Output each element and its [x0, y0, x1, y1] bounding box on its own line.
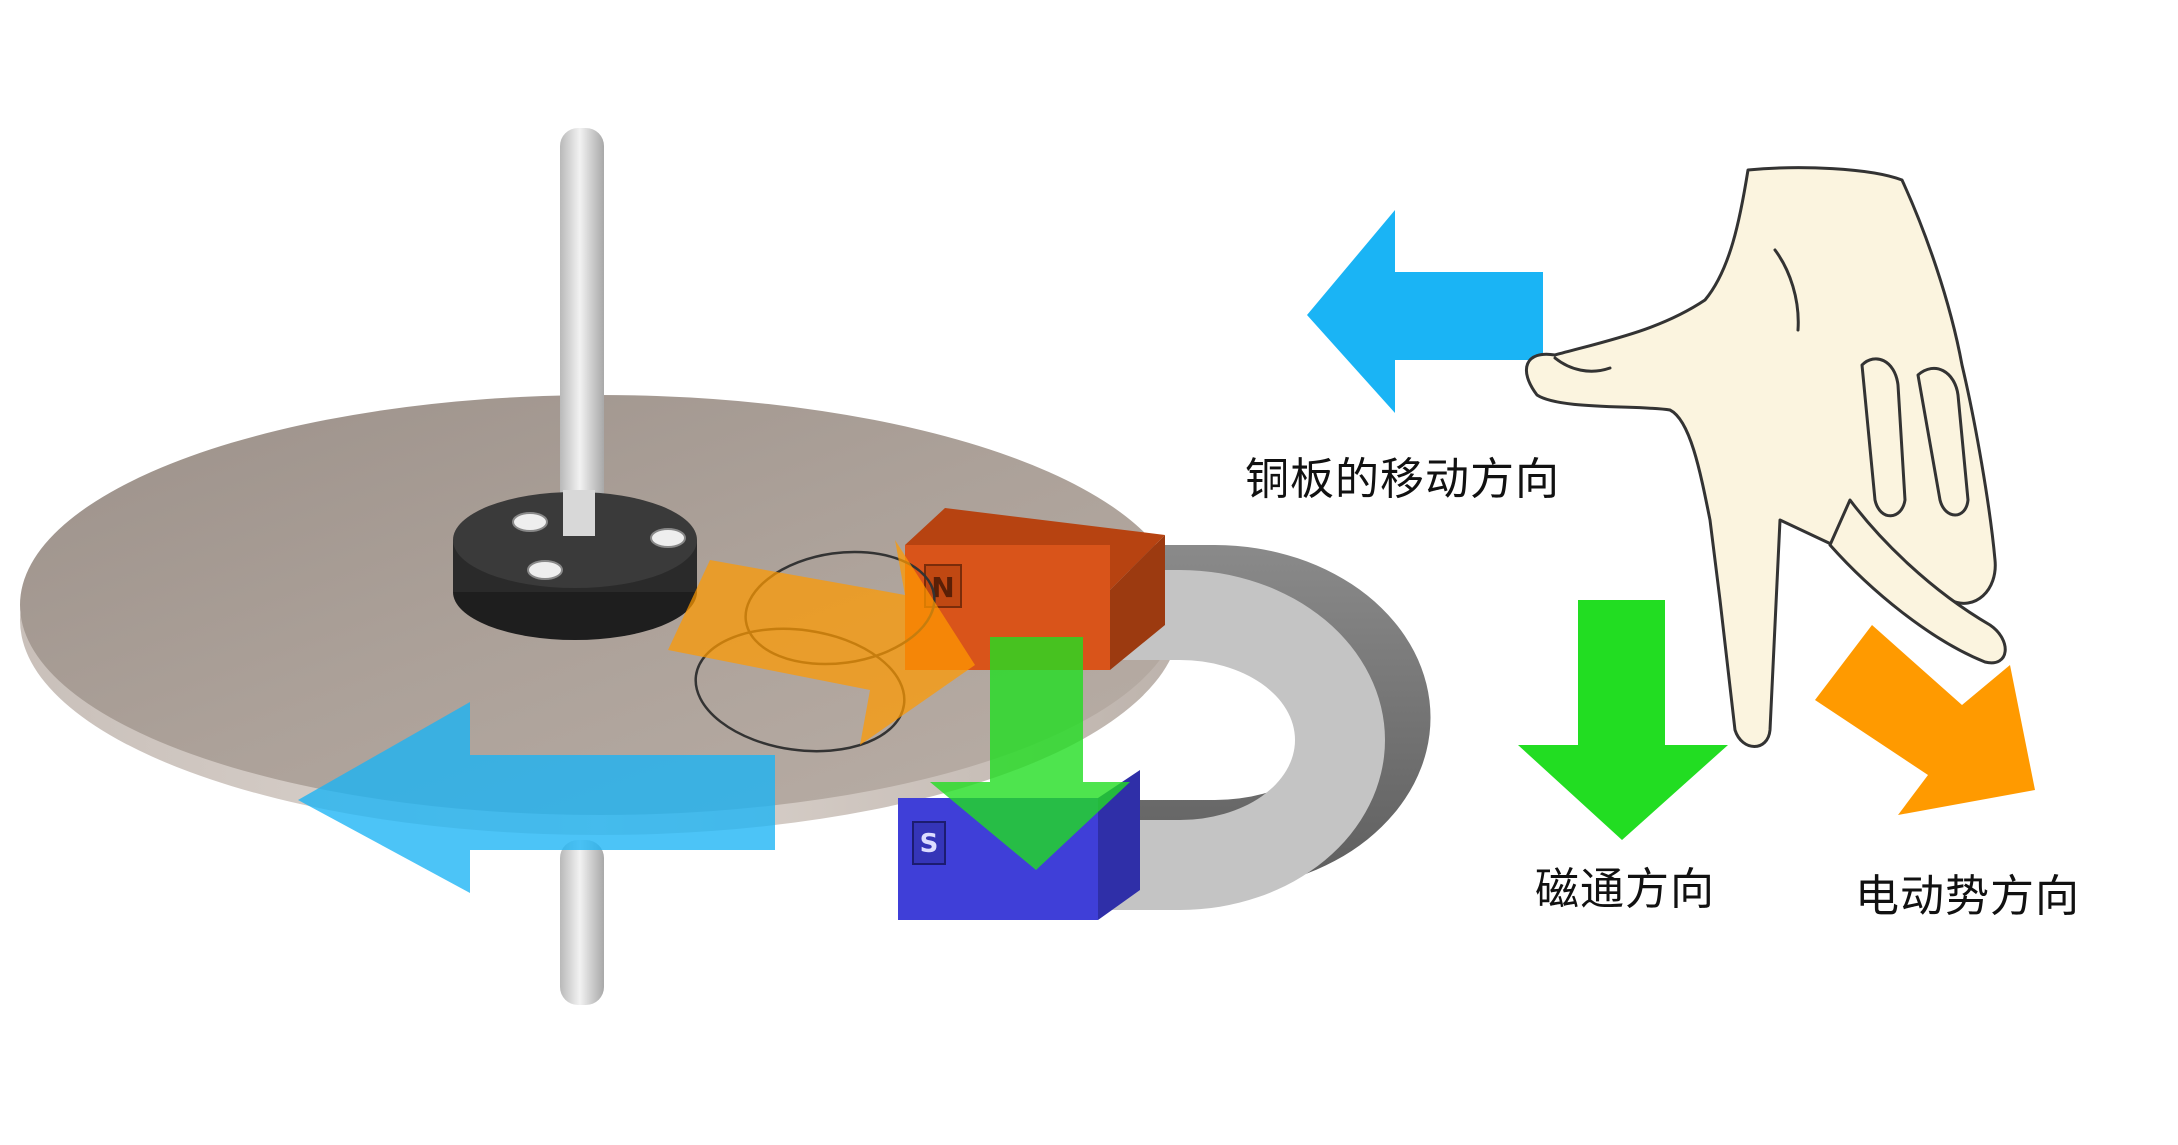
disc-motion-arrow [298, 702, 775, 893]
south-pole-letter: S [920, 829, 939, 859]
right-hand-icon [1524, 166, 2007, 748]
hand-crease [1773, 248, 1800, 332]
hand-middle-finger [1828, 498, 2007, 665]
hand-thumbnail [1553, 356, 1612, 373]
hand-ring-finger [1860, 357, 1907, 518]
horseshoe-magnet: N S [898, 508, 1431, 920]
north-pole-letter: N [931, 571, 954, 604]
hand-pinky-finger [1916, 366, 1970, 517]
hand-palm [1524, 166, 1997, 748]
disc-current-arrow [668, 540, 975, 745]
copper-motion-label: 铜板的移动方向 [1245, 454, 1560, 505]
magnetic-flux-label: 磁通方向 [1535, 864, 1715, 915]
hub-screw-3 [527, 560, 563, 580]
emf-label: 电动势方向 [1855, 871, 2080, 922]
flux-direction-arrow [1518, 600, 1728, 840]
hub [453, 490, 697, 640]
emf-direction-arrow [1815, 625, 2035, 815]
axle-upper [560, 128, 604, 548]
motion-direction-arrow [1307, 210, 1543, 413]
hub-screw-2 [650, 528, 686, 548]
hub-screw-1 [512, 512, 548, 532]
magnet-body [1060, 570, 1385, 910]
magnet-flux-arrow [930, 637, 1130, 870]
axle-lower [560, 840, 604, 1005]
